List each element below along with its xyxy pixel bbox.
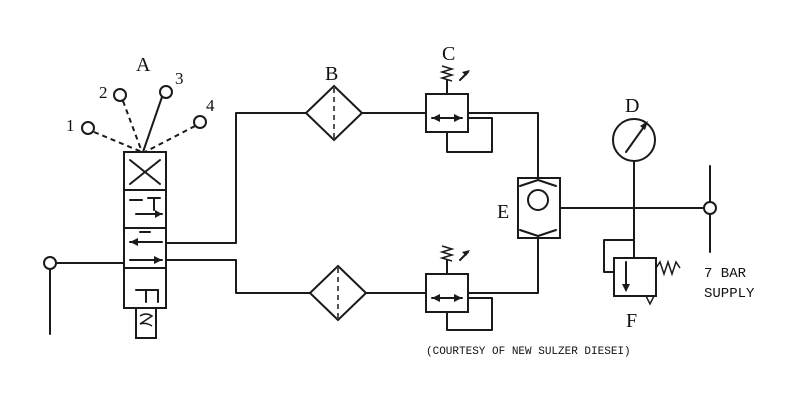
- label-position-2: 2: [99, 83, 108, 102]
- label-d: D: [625, 95, 639, 117]
- label-c: C: [442, 43, 455, 65]
- upper-line-c-to-e: [467, 112, 539, 179]
- lower-line-valve-to-e: [467, 237, 539, 294]
- relay-valve-c: [425, 65, 493, 153]
- label-f: F: [626, 310, 637, 332]
- pressure-regulator-f: [603, 239, 681, 306]
- courtesy-credit: (COURTESY OF NEW SULZER DIESEI): [426, 346, 631, 358]
- label-a: A: [136, 54, 151, 76]
- selector-valve-a: [81, 85, 207, 339]
- valve-a-body: [123, 151, 167, 309]
- label-position-3: 3: [175, 69, 184, 88]
- upper-line-a-to-b: [165, 112, 307, 244]
- position-1-port: [81, 121, 95, 135]
- position-4-port: [193, 115, 207, 129]
- supply-label-line2: SUPPLY: [704, 286, 755, 302]
- label-position-1: 1: [66, 116, 75, 135]
- label-b: B: [325, 63, 338, 85]
- label-position-4: 4: [206, 96, 215, 115]
- supply-port: [703, 165, 717, 253]
- filter-b: [304, 84, 364, 142]
- shuttle-valve-e: [517, 177, 561, 239]
- selector-lever: [142, 96, 163, 153]
- inlet-port: [43, 256, 57, 270]
- position-1-dashed-line: [93, 131, 143, 153]
- lower-line-a-to-filter: [165, 259, 311, 294]
- pressure-gauge-d: [612, 118, 656, 162]
- position-2-dashed-line: [122, 100, 143, 153]
- supply-label-line1: 7 BAR: [704, 266, 747, 282]
- position-3-port: [159, 85, 173, 99]
- position-4-dashed-line: [144, 125, 196, 153]
- relay-valve-lower: [425, 245, 493, 331]
- position-2-port: [113, 88, 127, 102]
- filter-lower: [308, 264, 368, 322]
- label-e: E: [497, 201, 509, 223]
